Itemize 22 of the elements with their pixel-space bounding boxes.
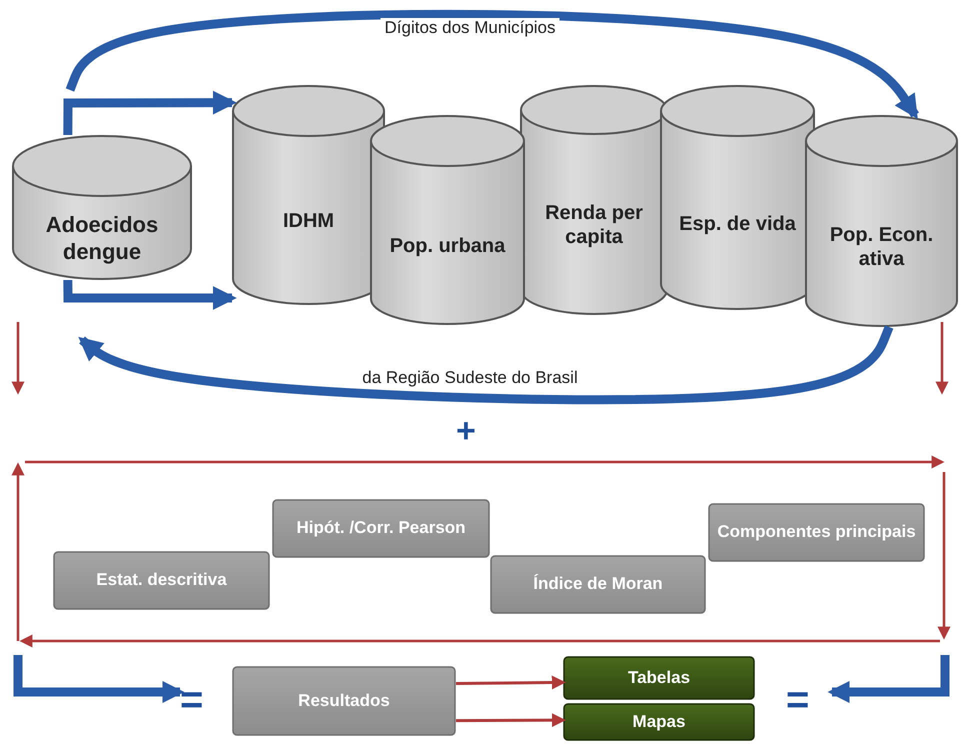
node-label: Pop. Econ. ativa [828,223,934,271]
node-label: Pop. urbana [390,234,506,258]
arrow [78,325,894,404]
operator-symbol: = [180,680,204,720]
node-label: Estat. descritiva [96,570,227,591]
node-label: Mapas [632,712,686,732]
node-label: Hipót. /Corr. Pearson [296,518,466,539]
node-label: Renda per capita [544,201,644,249]
node-label: Esp. de vida [679,212,796,236]
arrow [456,676,566,690]
node-label: Componentes principais [717,522,916,543]
operator-symbol: + [456,414,476,448]
arrow [456,713,566,728]
node-label: Índice de Moran [533,574,663,595]
edge-label: Dígitos dos Municípios [380,18,560,38]
node-label: Adoecidos dengue [44,212,160,265]
node-label: Tabelas [628,668,690,688]
node-label: Resultados [298,690,390,712]
arrow [66,10,919,120]
operator-symbol: = [786,680,810,720]
node-label: IDHM [282,209,334,233]
arrow [63,280,237,310]
